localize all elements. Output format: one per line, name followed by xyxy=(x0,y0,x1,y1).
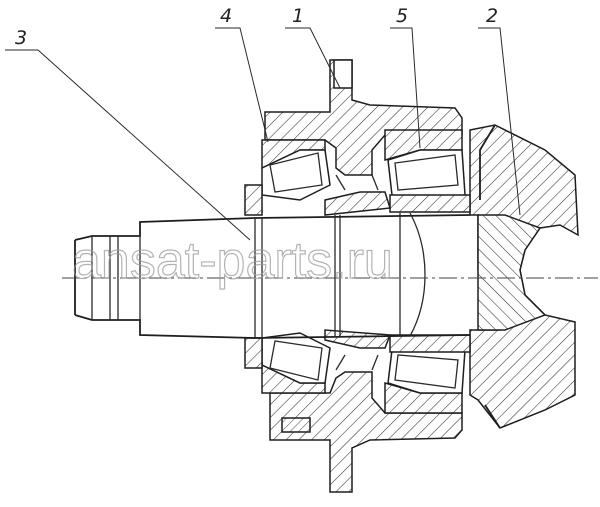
label-5: 5 xyxy=(396,5,408,27)
label-4: 4 xyxy=(220,5,232,27)
watermark-text: ansat-parts.ru xyxy=(72,232,393,290)
leader-lines xyxy=(5,27,521,241)
inner-bearing-right-lower xyxy=(384,334,471,414)
bearing-housing-lower xyxy=(269,371,463,493)
outer-bearing-left-lower xyxy=(244,332,331,394)
label-2: 2 xyxy=(486,5,498,27)
label-3: 3 xyxy=(15,27,27,49)
inner-bearing-right-upper xyxy=(384,129,471,213)
spacer-sleeve xyxy=(324,174,392,371)
label-1: 1 xyxy=(292,5,304,27)
bevel-gear xyxy=(469,124,579,429)
outer-bearing-left-upper xyxy=(244,139,331,216)
